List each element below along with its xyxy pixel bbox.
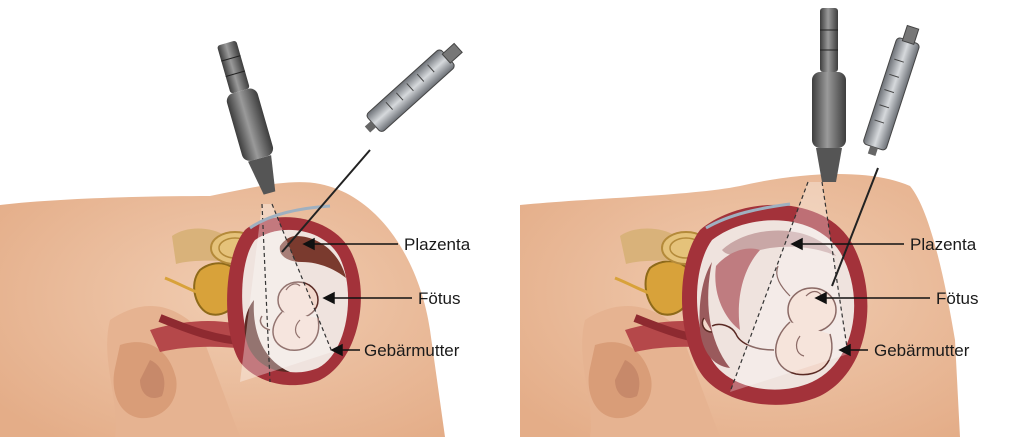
label-uterus: Gebärmutter [874,341,970,360]
ultrasound-probe [812,8,846,182]
label-fetus: Fötus [936,289,979,308]
label-uterus: Gebärmutter [364,341,460,360]
right-panel: Plazenta Fötus Gebärmutter [520,8,979,437]
label-placenta: Plazenta [910,235,977,254]
left-panel: Plazenta Fötus Gebärmutter [0,39,471,437]
label-placenta: Plazenta [404,235,471,254]
label-fetus: Fötus [418,289,461,308]
ultrasound-probe [211,39,285,198]
